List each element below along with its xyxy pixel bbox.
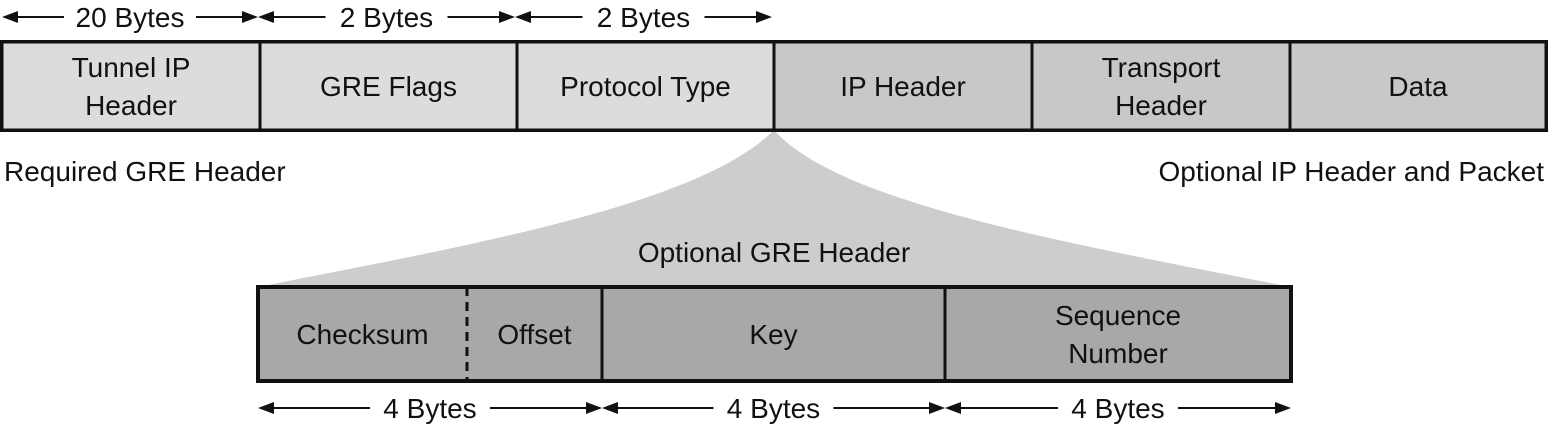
arrowhead-right xyxy=(499,11,515,23)
arrowhead-left xyxy=(515,11,531,23)
optional-field-offset xyxy=(467,287,602,381)
arrowhead-right xyxy=(242,11,258,23)
gre-packet-bar: Tunnel IP Header GRE Flags Protocol Type IP … xyxy=(0,40,1548,132)
arrowhead-left xyxy=(2,11,18,23)
optional-ip-header-and-packet-caption: Optional IP Header and Packet xyxy=(1158,156,1544,187)
field-label-gre-flags: GRE Flags xyxy=(320,71,457,102)
field-label-tunnel-ip-header: Header xyxy=(85,90,177,121)
top-byte-measurements: 20 Bytes 2 Bytes 2 Bytes xyxy=(2,2,772,33)
byte-size-label: 2 Bytes xyxy=(340,2,433,33)
optional-field-checksum xyxy=(258,287,467,381)
field-tunnel-ip-header xyxy=(0,40,262,132)
optional-bar-border xyxy=(256,285,1293,383)
optional-field-label-offset: Offset xyxy=(497,319,571,350)
optional-field-label-sequence-number: Number xyxy=(1068,338,1168,369)
arrowhead-left xyxy=(602,402,618,414)
byte-size-label: 4 Bytes xyxy=(727,393,820,424)
arrowhead-left xyxy=(945,402,961,414)
field-label-ip-header: IP Header xyxy=(840,71,966,102)
optional-field-sequence-number xyxy=(945,287,1291,381)
byte-size-label: 20 Bytes xyxy=(76,2,185,33)
field-label-tunnel-ip-header: Tunnel IP xyxy=(72,52,191,83)
arrowhead-left xyxy=(258,402,274,414)
arrowhead-right xyxy=(586,402,602,414)
field-label-transport-header: Header xyxy=(1115,90,1207,121)
arrowhead-left xyxy=(258,11,274,23)
field-transport-header xyxy=(1030,40,1292,132)
optional-field-key xyxy=(602,287,945,381)
byte-size-label: 2 Bytes xyxy=(597,2,690,33)
optional-gre-header-caption: Optional GRE Header xyxy=(638,237,910,268)
arrowhead-right xyxy=(929,402,945,414)
field-label-data: Data xyxy=(1388,71,1448,102)
arrowhead-right xyxy=(756,11,772,23)
bottom-byte-measurements: 4 Bytes 4 Bytes 4 Bytes xyxy=(258,393,1291,424)
optional-field-label-key: Key xyxy=(749,319,797,350)
field-data xyxy=(1288,40,1548,132)
field-label-transport-header: Transport xyxy=(1102,52,1221,83)
optional-field-label-checksum: Checksum xyxy=(296,319,428,350)
byte-size-label: 4 Bytes xyxy=(1071,393,1164,424)
field-gre-flags xyxy=(258,40,519,132)
arrowhead-right xyxy=(1275,402,1291,414)
expansion-wedge xyxy=(258,130,1291,287)
field-label-protocol-type: Protocol Type xyxy=(560,71,731,102)
byte-size-label: 4 Bytes xyxy=(383,393,476,424)
field-protocol-type xyxy=(515,40,776,132)
required-gre-header-caption: Required GRE Header xyxy=(4,156,286,187)
optional-field-label-sequence-number: Sequence xyxy=(1055,300,1181,331)
